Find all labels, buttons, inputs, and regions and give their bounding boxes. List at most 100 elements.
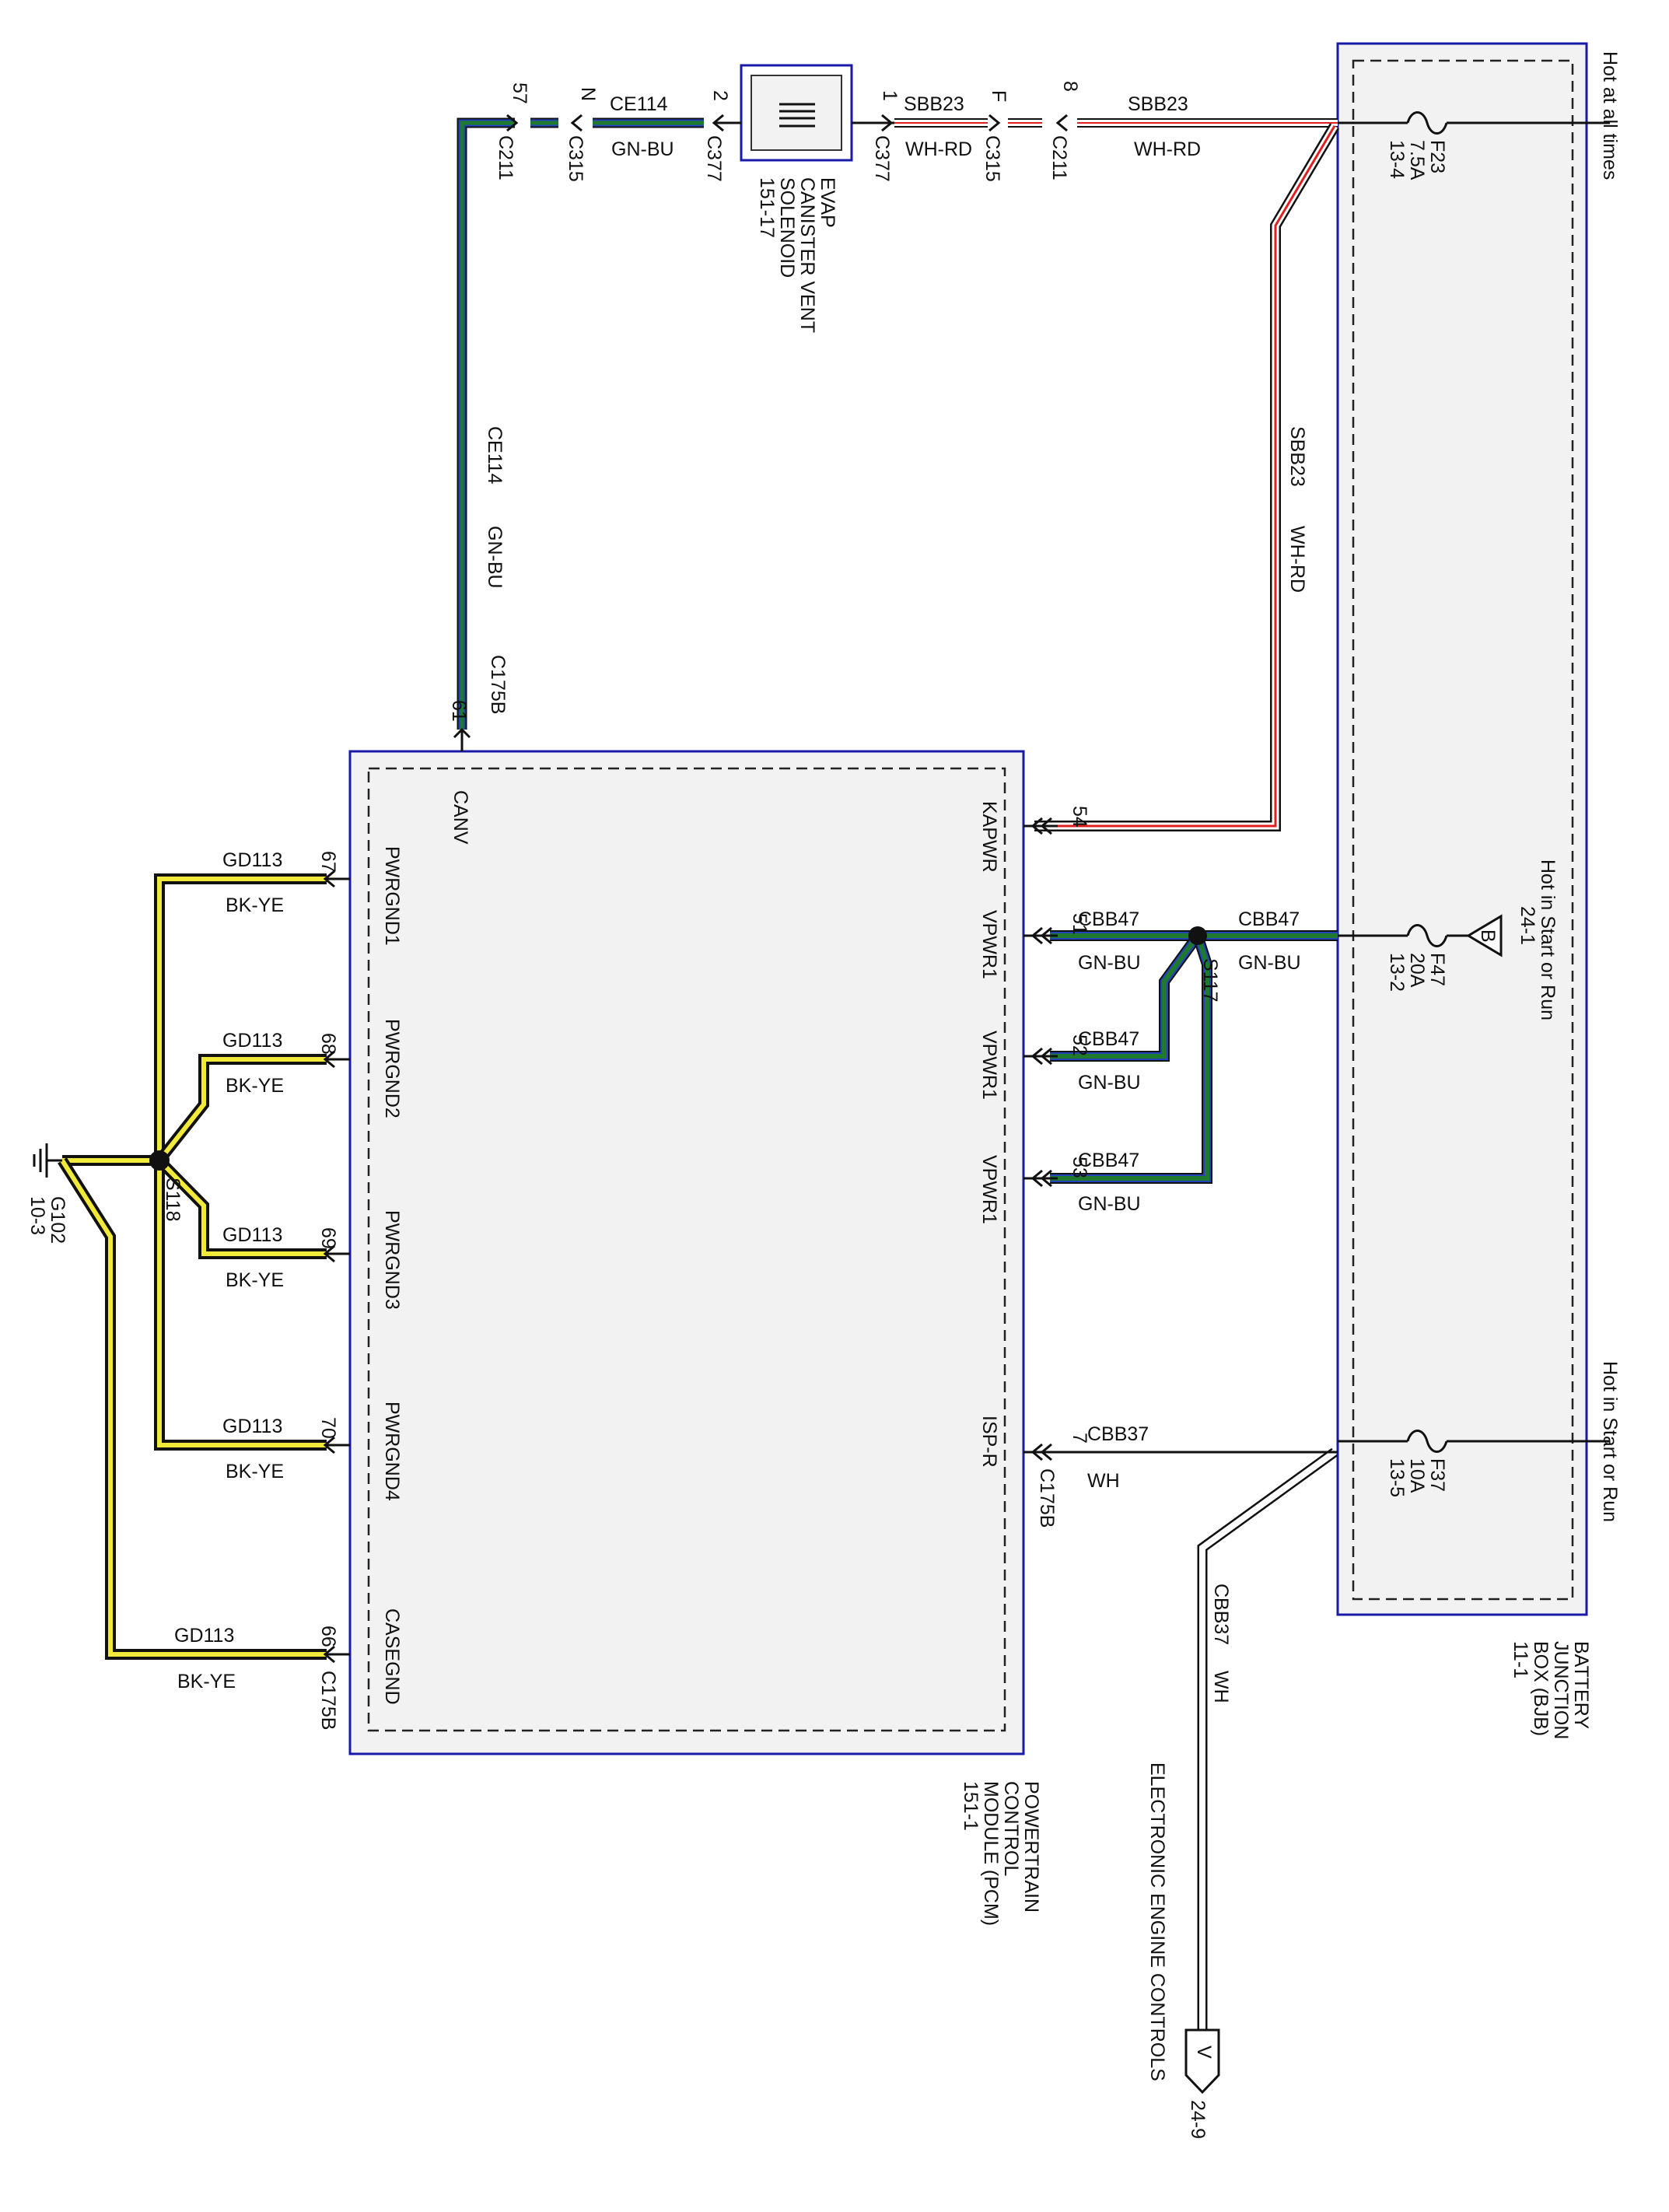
sbb23-vertical-id: SBB23 [1286,426,1308,487]
gd113-68-color: BK-YE [226,1075,284,1097]
bjb-title-1: BATTERY [1570,1641,1592,1729]
c377-right: C377 [871,135,893,182]
pin-2: 2 [709,90,731,101]
pcm-pin-pwrgnd4: PWRGND4 [381,1402,403,1501]
pcm-pin-isp-r: ISP-R [978,1416,1000,1468]
ce114-vertical-color: GN-BU [484,526,506,589]
pcm-title-1: POWERTRAIN [1020,1781,1042,1913]
cbb37-vertical-color: WH [1210,1671,1232,1703]
pcm-c175b-top: C175B [487,655,509,714]
splice-s118-label: S118 [162,1178,184,1222]
cbb37-horizontal-id: CBB37 [1087,1423,1149,1445]
fuse-f23-loc: 13-4 [1386,140,1408,179]
sbb23-top-left-id: SBB23 [904,93,964,115]
eec-connector [1184,2028,1220,2095]
pcm-c175b-left: C175B [317,1671,339,1730]
pin-57: 57 [509,82,530,104]
cbb47-52-id: CBB47 [1078,1028,1139,1050]
pin-69: 69 [317,1227,339,1249]
cbb47-main-id: CBB47 [1238,908,1300,930]
wire-gd113 [58,873,327,1660]
cbb47-53-color: GN-BU [1078,1193,1141,1215]
eec-letter: V [1193,2046,1215,2059]
fuse-icons [1406,111,1448,1453]
fuse-f23-icon [1406,111,1448,135]
gd113-68-id: GD113 [222,1030,282,1052]
bjb-inner-box [1352,59,1574,1601]
wire-sbb23-down [1034,123,1340,831]
pin-7: 7 [1069,1433,1090,1444]
cbb37-vertical-id: CBB37 [1210,1584,1232,1645]
cbb47-main-color: GN-BU [1238,952,1301,974]
splice-s117-label: S117 [1199,958,1221,1003]
gd113-69-color: BK-YE [226,1269,284,1291]
fuse-f37-loc: 13-5 [1386,1458,1408,1497]
bjb-bus-lines [1338,121,1610,1443]
ground-id: G102 [47,1196,68,1244]
bjb-hot-start-run: Hot in Start or Run [1599,1361,1621,1522]
eec-label: ELECTRONIC ENGINE CONTROLS [1146,1762,1168,2081]
pin-53: 53 [1069,1157,1090,1178]
ce114-top-id: CE114 [610,93,668,115]
pcm-title-4: 151-1 [960,1781,981,1831]
cbb47-51-id: CBB47 [1078,908,1139,930]
connector-chevrons [323,114,1068,1664]
pcm-title-3: MODULE (PCM) [980,1781,1002,1926]
ground-loc: 10-3 [26,1196,48,1235]
bjb-mid-ref: 24-1 [1517,906,1538,945]
pin-54: 54 [1069,806,1090,828]
pcm-pin-pwrgnd3: PWRGND3 [381,1210,403,1310]
ce114-top-color: GN-BU [611,138,674,160]
gd113-66-color: BK-YE [177,1671,236,1692]
bjb-title-2: JUNCTION [1550,1641,1572,1739]
fuse-f37-icon [1406,1430,1448,1453]
splice-s118 [149,1150,170,1171]
wire-cbb47 [1050,930,1338,1184]
pin-66: 66 [317,1626,339,1647]
wire-cbb37 [1034,1447,1338,2030]
solenoid-title-1: EVAP [817,177,838,228]
gd113-70-id: GD113 [222,1416,282,1437]
fuse-f23-id: F23 [1426,140,1448,173]
fuse-f23-rating: 7.5A [1406,140,1428,180]
bjb-ref-letter: B [1477,929,1499,943]
pin-8: 8 [1059,81,1081,92]
pin-51: 51 [1069,913,1090,935]
bjb-title-4: 11-1 [1510,1641,1531,1678]
gd113-67-color: BK-YE [226,894,284,916]
pcm-pin-kapwr: KAPWR [978,801,1000,873]
gd113-67-id: GD113 [222,849,282,871]
c315-left: C315 [565,135,586,182]
ground-icon [33,1143,62,1178]
pcm-c175b-right: C175B [1036,1468,1058,1528]
pcm-pin-vpwr1-52: VPWR1 [978,1031,1000,1100]
pin-f: F [988,90,1009,102]
ref-triangle-b [1466,914,1503,957]
pcm-pin-canv: CANV [450,790,471,845]
sbb23-top-right-color: WH-RD [1134,138,1201,160]
pin-1: 1 [879,90,901,101]
cbb37-horizontal-color: WH [1087,1470,1120,1492]
pin-68: 68 [317,1033,339,1055]
fuse-f37-id: F37 [1426,1458,1448,1492]
pcm-pin-casegnd: CASEGND [381,1608,403,1705]
gd113-70-color: BK-YE [226,1461,284,1482]
fuse-f47-rating: 20A [1406,953,1428,988]
pin-52: 52 [1069,1034,1090,1056]
fuse-f47-loc: 13-2 [1386,953,1408,992]
pin-61: 61 [448,700,470,722]
c211-left: C211 [495,135,516,180]
fuse-f47-id: F47 [1426,953,1448,986]
solenoid-title-2: CANISTER VENT [796,177,818,333]
splice-s117 [1188,926,1207,945]
c211-right: C211 [1048,135,1070,180]
bjb-box [1336,42,1588,1616]
pcm-pin-pwrgnd2: PWRGND2 [381,1019,403,1118]
fuse-f37-rating: 10A [1406,1458,1428,1493]
ce114-vertical-id: CE114 [484,426,506,485]
pin-n: N [577,87,599,101]
c377-left: C377 [703,135,725,182]
gd113-69-id: GD113 [222,1224,282,1246]
pin-67: 67 [317,851,339,873]
